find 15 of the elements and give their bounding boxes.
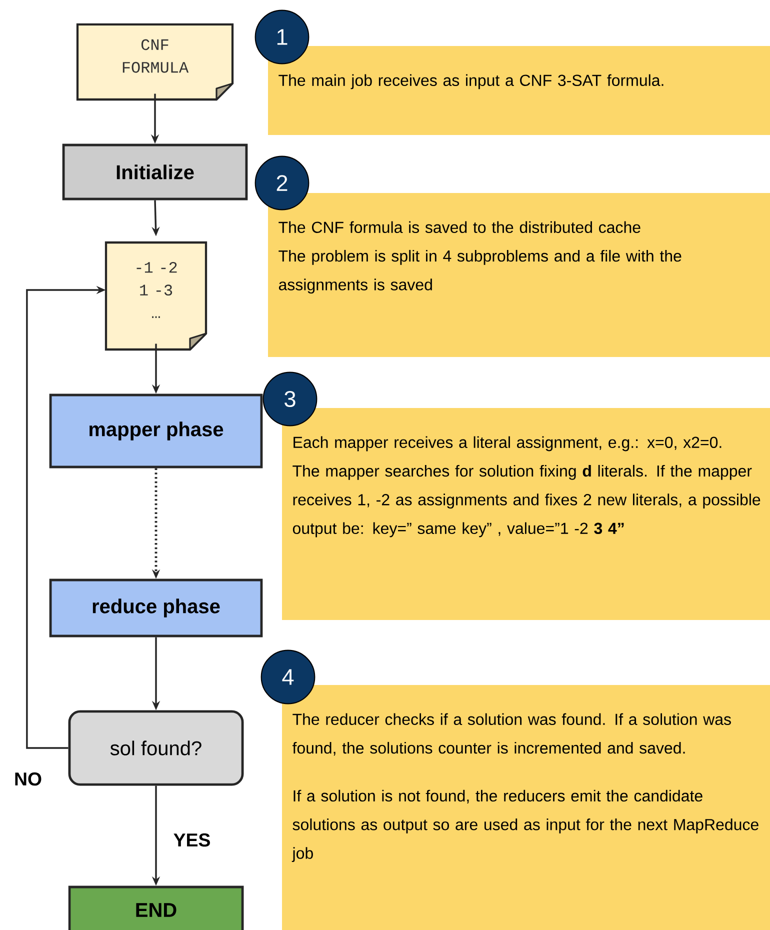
decision-box: sol found? [68, 710, 244, 786]
note-box: The reducer checks if a solution was found. If a solution was found, the solutions counter is incremented and saved. If a solution is not found, the reducers emit the candidate solutions as output so are used as input for the next MapReduce job 4 [260, 650, 770, 930]
note-box: The CNF formula is saved to the distributed cache The problem is split in 4 subproblems and a file with the assignments is saved 2 [254, 156, 770, 357]
node-label: 1 [277, 29, 288, 45]
process-box: END [68, 886, 244, 930]
edge-label: NO [12, 771, 44, 787]
note-box: Each mapper receives a literal assignment, e.g.: x=0, x2=0. The mapper searches for solution fixing d literals. If the mapper receives 1, -2 as assignments and fixes 2 new literals, a possible output be: key=” same key” , value=”1 -2 3 4” 3 [262, 372, 770, 620]
node-label: 3 [284, 390, 296, 408]
node-label: 4 [282, 669, 294, 685]
edge-label: YES [172, 832, 212, 848]
process-box: mapper phase [49, 394, 263, 468]
process-box: Initialize [62, 144, 248, 200]
note-box: The main job receives as input a CNF 3-SAT formula. 1 [254, 10, 770, 135]
node-label: 2 [276, 175, 288, 191]
process-box: reduce phase [49, 578, 263, 638]
